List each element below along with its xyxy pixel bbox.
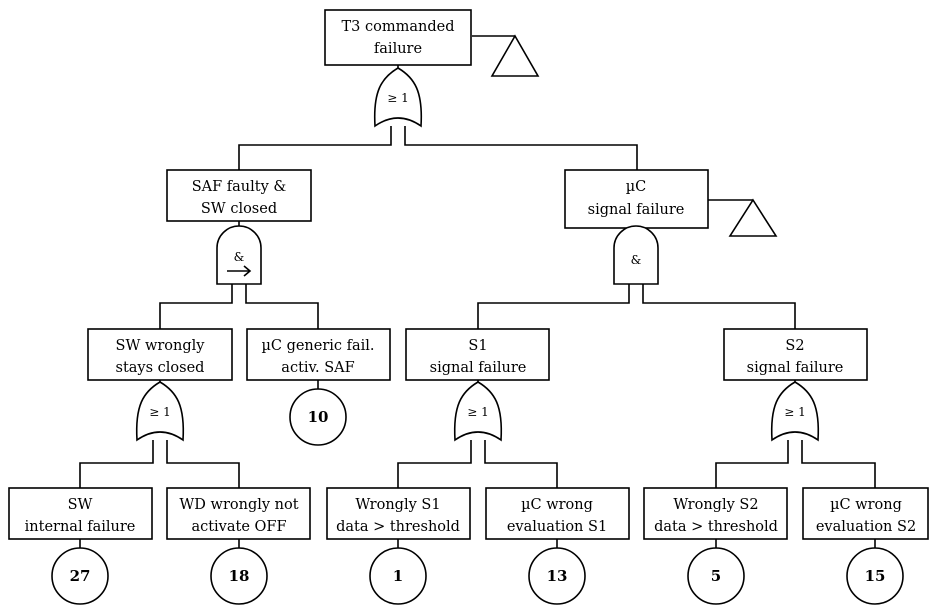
event-uc-wrong-evaluation-s1: µC wrong evaluation S1: [485, 487, 630, 540]
wrongly-s2-line1: Wrongly S2: [673, 497, 758, 513]
event-uc-generic-fail: µC generic fail. activ. SAF: [246, 328, 391, 381]
basic-event-5: 5: [687, 547, 745, 605]
basic-event-27-number: 27: [70, 567, 91, 585]
basic-event-15: 15: [846, 547, 904, 605]
event-uc-wrong-evaluation-s2: µC wrong evaluation S2: [802, 487, 929, 540]
wrongly-s2-line2: data > threshold: [654, 519, 778, 535]
transfer-triangle-top: [490, 34, 540, 77]
saf-and-gate-symbol: &: [234, 250, 245, 264]
sw-stays-line2: stays closed: [116, 360, 205, 376]
or-gate-sw-symbol: ≥ 1: [149, 405, 171, 419]
top-event-t3-commanded-failure: T3 commanded failure: [324, 9, 472, 66]
wd-wrongly-line1: WD wrongly not: [179, 497, 298, 513]
saf-faulty-line1: SAF faulty &: [192, 179, 287, 195]
saf-faulty-line2: SW closed: [201, 201, 277, 217]
or-gate-s1: ≥ 1: [453, 381, 503, 442]
s1-signal-line1: S1: [468, 338, 487, 354]
s1-signal-line2: signal failure: [430, 360, 527, 376]
connector-lines: [79, 35, 876, 548]
or-gate-s1-symbol: ≥ 1: [467, 405, 489, 419]
basic-event-1: 1: [369, 547, 427, 605]
uc-signal-line1: µC: [626, 179, 647, 195]
or-gate-s2: ≥ 1: [770, 381, 820, 442]
wrongly-s1-line1: Wrongly S1: [355, 497, 440, 513]
event-s1-signal-failure: S1 signal failure: [405, 328, 550, 381]
event-wd-wrongly-not-activate: WD wrongly not activate OFF: [166, 487, 311, 540]
event-s2-signal-failure: S2 signal failure: [723, 328, 868, 381]
basic-event-5-number: 5: [711, 567, 721, 585]
or-gate-top-symbol: ≥ 1: [387, 91, 409, 105]
sw-internal-line2: internal failure: [25, 519, 136, 535]
transfer-triangle-uc: [728, 198, 778, 237]
basic-event-1-number: 1: [393, 567, 403, 585]
event-saf-faulty-sw-closed: SAF faulty & SW closed: [166, 169, 312, 222]
basic-event-13-number: 13: [547, 567, 568, 585]
uc-and-gate-symbol: &: [631, 253, 642, 267]
event-uc-signal-failure: µC signal failure: [564, 169, 709, 229]
basic-event-27: 27: [51, 547, 109, 605]
s2-signal-line2: signal failure: [747, 360, 844, 376]
event-sw-wrongly-stays-closed: SW wrongly stays closed: [87, 328, 233, 381]
top-event-line1: T3 commanded: [342, 19, 455, 35]
or-gate-s2-symbol: ≥ 1: [784, 405, 806, 419]
sw-stays-line1: SW wrongly: [116, 338, 206, 354]
s2-signal-line1: S2: [785, 338, 804, 354]
basic-event-15-number: 15: [865, 567, 886, 585]
or-gate-top: ≥ 1: [373, 67, 423, 128]
event-sw-internal-failure: SW internal failure: [8, 487, 153, 540]
uc-generic-line1: µC generic fail.: [261, 338, 374, 354]
basic-event-10-number: 10: [308, 408, 329, 426]
uc-eval-s1-line1: µC wrong: [521, 497, 593, 513]
or-gate-sw: ≥ 1: [135, 381, 185, 442]
priority-arrow-icon: [227, 265, 252, 277]
wd-wrongly-line2: activate OFF: [191, 519, 286, 535]
event-wrongly-s1-data: Wrongly S1 data > threshold: [326, 487, 471, 540]
basic-event-13: 13: [528, 547, 586, 605]
basic-event-10: 10: [289, 388, 347, 446]
uc-signal-line2: signal failure: [588, 202, 685, 218]
and-gate-uc: &: [613, 225, 659, 285]
sw-internal-line1: SW: [68, 497, 93, 513]
event-wrongly-s2-data: Wrongly S2 data > threshold: [643, 487, 788, 540]
uc-eval-s2-line1: µC wrong: [830, 497, 902, 513]
top-event-line2: failure: [374, 41, 422, 57]
basic-event-18: 18: [210, 547, 268, 605]
uc-eval-s1-line2: evaluation S1: [507, 519, 607, 535]
wrongly-s1-line2: data > threshold: [336, 519, 460, 535]
uc-eval-s2-line2: evaluation S2: [816, 519, 916, 535]
uc-generic-line2: activ. SAF: [281, 360, 354, 376]
priority-and-gate-saf: &: [216, 225, 262, 285]
basic-event-18-number: 18: [229, 567, 250, 585]
